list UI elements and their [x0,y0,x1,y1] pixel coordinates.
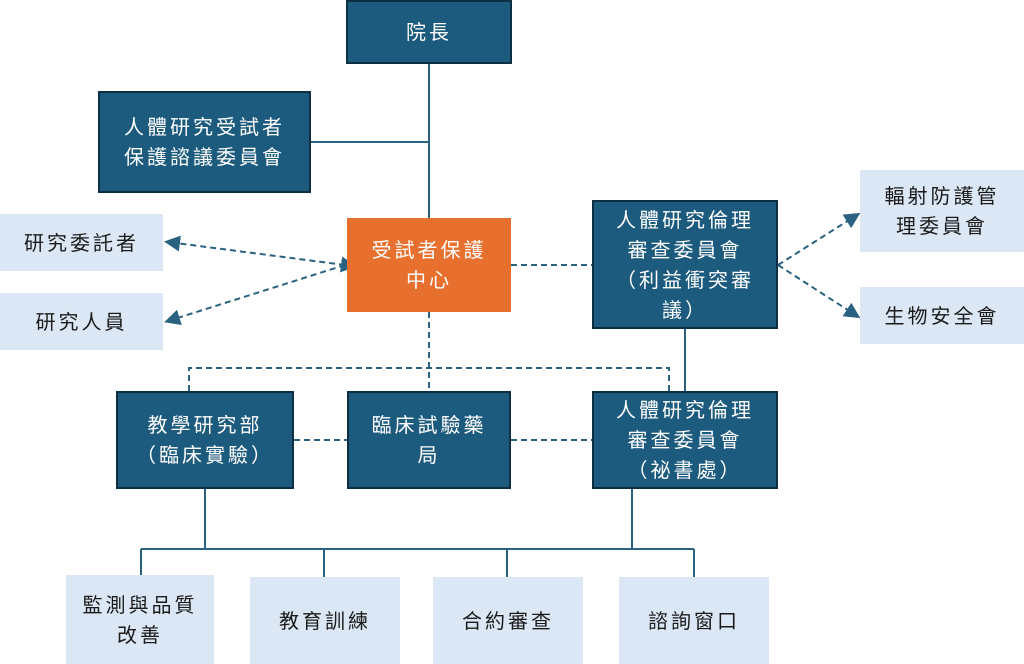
node-contract-review: 合約審查 [433,577,583,664]
node-sponsor: 研究委託者 [0,214,163,271]
node-research-dept-label: 教學研究部 （臨床實驗） [136,413,274,467]
dashed-center-researcher [164,264,346,326]
node-monitoring-qi: 監測與品質 改善 [66,575,214,664]
node-pharmacy: 臨床試驗藥 局 [347,391,511,489]
node-advisory-committee: 人體研究受試者 保護諮議委員會 [98,91,311,193]
dashed-irb-biosafety [777,264,861,319]
node-biosafety-committee-label: 生物安全會 [884,303,1000,328]
node-irb-secretariat-label: 人體研究倫理 審查委員會 （祕書處） [616,398,754,482]
dashed-center-sponsor [164,235,357,273]
node-irb-coi-label: 人體研究倫理 審查委員會 （利益衝突審 議） [616,207,754,322]
node-researcher-label: 研究人員 [35,309,128,334]
node-consultation-window-label: 諮詢窗口 [648,608,740,633]
node-president: 院長 [346,0,512,64]
node-pharmacy-label: 臨床試驗藥 局 [371,413,487,467]
node-consultation-window: 諮詢窗口 [619,577,769,664]
node-research-dept: 教學研究部 （臨床實驗） [116,391,294,489]
node-sponsor-label: 研究委託者 [24,230,139,255]
node-advisory-committee-label: 人體研究受試者 保護諮議委員會 [124,115,285,169]
node-radiation-committee-label: 輻射防護管 理委員會 [884,184,1000,238]
node-radiation-committee: 輻射防護管 理委員會 [860,170,1024,252]
node-irb-secretariat: 人體研究倫理 審查委員會 （祕書處） [592,391,778,489]
node-biosafety-committee: 生物安全會 [860,287,1024,344]
dashed-irb-radiation [777,212,861,266]
node-monitoring-qi-label: 監測與品質 改善 [82,592,198,647]
dashed-horizontal-bus [188,367,670,391]
node-president-label: 院長 [406,20,452,44]
node-researcher: 研究人員 [0,293,163,350]
node-education-training-label: 教育訓練 [279,608,371,633]
node-hrpp-center: 受試者保護 中心 [347,218,511,312]
node-education-training: 教育訓練 [250,577,400,664]
node-hrpp-center-label: 受試者保護 中心 [371,238,487,292]
node-irb-coi: 人體研究倫理 審查委員會 （利益衝突審 議） [592,200,778,329]
node-contract-review-label: 合約審查 [462,608,554,633]
